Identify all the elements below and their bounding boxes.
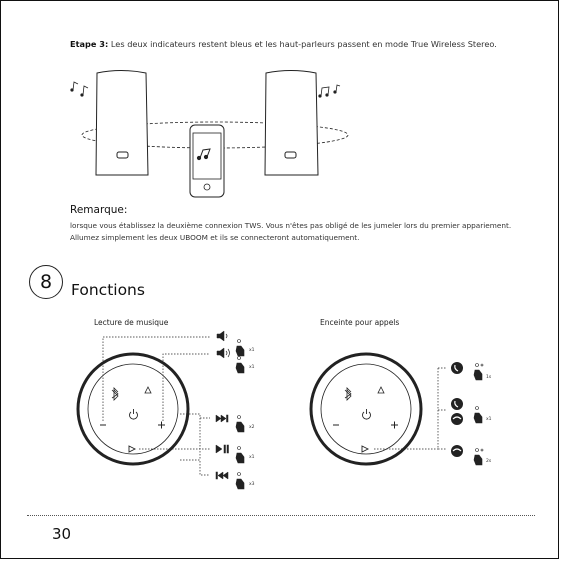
tws-illustration [70, 70, 349, 198]
section-number: 8 [39, 271, 53, 293]
hand-press-icon [235, 356, 245, 374]
step-3-label: Etape 3: [70, 39, 109, 49]
press-count: 1s [486, 374, 492, 380]
plus-icon [391, 421, 398, 429]
press-count-labels: x1 x1 x2 x1 x3 1s x1 2s [249, 347, 492, 487]
plus-icon [158, 421, 165, 429]
right-speaker-icon [264, 70, 319, 176]
press-count: 2s [486, 458, 492, 464]
answer-call-icon [451, 362, 463, 374]
press-count: x2 [249, 424, 255, 430]
tws-icon [377, 386, 385, 394]
hand-press-icon [473, 448, 484, 466]
hand-press-icon [473, 406, 483, 424]
section-number-badge: 8 [29, 265, 63, 299]
play-icon [128, 445, 137, 453]
previous-track-icon [215, 471, 229, 480]
next-track-icon [215, 414, 229, 423]
bluetooth-icon [344, 387, 352, 401]
music-controls-column [215, 330, 230, 480]
hand-press-icon [235, 415, 245, 433]
hand-press-icons [235, 339, 245, 490]
music-note-icon [196, 148, 211, 161]
press-count: x3 [249, 481, 255, 487]
press-count: x1 [249, 364, 255, 370]
calls-controls-column [451, 362, 463, 457]
power-icon [362, 409, 371, 420]
tws-link-ellipse [81, 121, 349, 149]
press-count: x1 [486, 416, 492, 422]
volume-down-icon [216, 330, 228, 342]
reject-call-icon [451, 445, 463, 457]
end-call-icon [451, 398, 463, 425]
hand-press-icons-calls [473, 363, 484, 466]
left-music-notes-icon [70, 81, 89, 97]
footer-divider [27, 515, 535, 516]
remark-line-2: Allumez simplement les deux UBOOM et ils… [70, 233, 360, 242]
music-subtitle: Lecture de musique [94, 318, 169, 327]
remark-line-1: lorsque vous établissez la deuxième conn… [70, 221, 512, 230]
play-pause-icon [215, 444, 229, 454]
hand-press-icon [235, 339, 245, 357]
music-control-dial [76, 336, 210, 476]
remark-heading: Remarque: [70, 204, 128, 216]
page-number: 30 [52, 525, 72, 543]
calls-subtitle: Enceinte pour appels [320, 318, 400, 327]
volume-up-icon [216, 347, 230, 359]
right-music-notes-icon [318, 84, 341, 98]
left-speaker-icon [95, 70, 149, 176]
step-3-text: Etape 3: Les deux indicateurs restent bl… [70, 39, 497, 49]
tws-icon [144, 386, 152, 394]
power-icon [129, 409, 138, 420]
press-count: x1 [249, 347, 255, 353]
section-title: Fonctions [71, 281, 145, 299]
press-count: x1 [249, 454, 255, 460]
calls-control-dial [309, 352, 446, 466]
step-3-body: Les deux indicateurs restent bleus et le… [110, 39, 497, 49]
smartphone-icon [189, 124, 225, 198]
hand-press-icon [235, 472, 245, 490]
hand-press-icon [473, 363, 484, 381]
hand-press-icon [235, 446, 245, 464]
bluetooth-icon [111, 387, 119, 401]
play-icon [361, 445, 370, 453]
